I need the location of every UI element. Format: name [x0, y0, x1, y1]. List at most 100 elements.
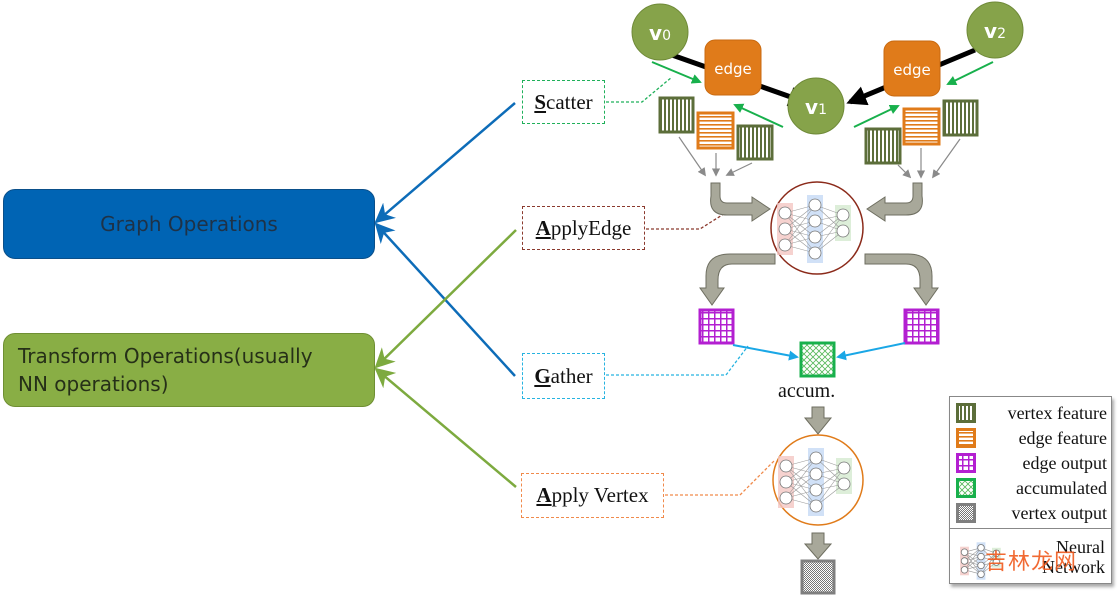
nn-connection	[980, 553, 997, 575]
vertex-v0-label: v	[649, 21, 662, 45]
nn-label-line1: Neural	[1056, 537, 1105, 557]
applyvertex-initial: A	[536, 483, 552, 507]
flow-arrow-left-out	[699, 253, 776, 306]
vertex-v1-subscript: 1	[818, 102, 827, 118]
scatter-to-graph-arrow	[374, 102, 516, 224]
legend-divider	[950, 528, 1111, 529]
applyvertex-to-transform-arrow	[374, 367, 517, 488]
nn-connection	[785, 457, 817, 499]
nn-neuron	[837, 477, 851, 491]
neural-network-icon	[960, 542, 1001, 580]
accumulated-square	[799, 341, 836, 378]
nn-neuron	[808, 230, 822, 244]
vertex-feature-square	[942, 99, 979, 137]
transform-operations-label-line1: Transform Operations(usually	[18, 344, 313, 368]
gray-converge-arrows-right	[897, 138, 961, 179]
nn-neuron	[778, 238, 792, 252]
scatter-arrow-4	[946, 61, 994, 85]
transform-operations-label-line2: NN operations)	[18, 372, 169, 396]
legend-label: vertex feature	[1007, 402, 1107, 423]
nn-neuron	[960, 548, 969, 556]
nn-neuron	[977, 561, 985, 570]
edge-feature-square	[902, 107, 941, 146]
scatter-leader	[606, 76, 673, 103]
applyvertex-leader	[665, 459, 776, 496]
gather-leader	[606, 345, 749, 376]
gather-arrow-right	[836, 342, 906, 361]
nn-layer-bg	[976, 542, 986, 580]
edge-node-left: edge	[704, 39, 762, 96]
graph-operations-box: Graph Operations	[3, 189, 375, 259]
edge-output-square	[698, 308, 735, 345]
nn-connection	[785, 473, 817, 499]
scatter-arrow-3	[853, 104, 900, 128]
nn-neuron	[992, 558, 1001, 566]
flow-arrow-down-2	[803, 532, 833, 560]
edge-node-left-label: edge	[714, 60, 752, 78]
vertex-v2: v2	[966, 1, 1024, 59]
watermark: 吉林龙网	[985, 550, 1078, 575]
nn-connection	[784, 204, 816, 230]
nn-neuron	[837, 461, 851, 475]
transform-operations-box: Transform Operations(usually NN operatio…	[3, 333, 375, 407]
legend-item-vertex-output: vertex output	[956, 501, 1107, 525]
legend-label: edge output	[1022, 452, 1107, 473]
vertex-v0-subscript: 0	[662, 28, 671, 44]
neural-network-label: Neural Network	[1042, 537, 1105, 577]
legend: vertex feature edge feature edge output …	[949, 396, 1112, 584]
vertex-v2-label: v	[984, 19, 997, 43]
vertex-feature-swatch	[956, 403, 976, 423]
nn-neuron	[779, 475, 793, 489]
legend-item-edge-output: edge output	[956, 451, 1107, 475]
edge-feature-swatch	[956, 428, 976, 448]
nn-neuron	[836, 224, 850, 238]
applyedge-initial: A	[535, 215, 551, 240]
scatter-initial: S	[534, 89, 547, 114]
nn-layer-bg	[808, 448, 824, 516]
gray-converge-arrows-left	[678, 136, 753, 177]
flow-arrow-down-1	[803, 406, 833, 435]
nn-neuron	[779, 491, 793, 505]
nn-neuron	[960, 566, 969, 574]
applyedge-leader	[646, 209, 731, 230]
vertex-output-swatch	[956, 503, 976, 523]
applyedge-to-transform-arrow	[374, 229, 517, 369]
legend-item-vertex-feature: vertex feature	[956, 401, 1107, 425]
vertex-neural-network	[772, 434, 864, 526]
nn-neuron	[808, 214, 822, 228]
vertex-v1-label: v	[805, 95, 818, 119]
vertex-feature-square	[864, 127, 902, 165]
nn-connection	[784, 220, 816, 246]
nn-connection	[784, 204, 816, 246]
nn-neuron	[960, 557, 969, 565]
nn-neuron	[809, 451, 823, 465]
flow-arrow-right-in	[866, 182, 923, 222]
legend-label: accumulated	[1016, 477, 1107, 498]
accumulated-swatch	[956, 478, 976, 498]
vertex-feature-square	[658, 96, 695, 134]
vertex-v2-subscript: 2	[997, 26, 1006, 42]
edge-neural-network	[770, 181, 864, 275]
nn-label-line2: Network	[1042, 557, 1105, 577]
nn-neuron	[836, 208, 850, 222]
scatter-rest: catter	[546, 89, 593, 114]
vertex-v1: v1	[787, 77, 845, 135]
nn-neuron	[809, 483, 823, 497]
legend-label: edge feature	[1018, 427, 1107, 448]
nn-neuron	[809, 499, 823, 513]
nn-neuron	[808, 198, 822, 212]
nn-neuron	[778, 206, 792, 220]
gather-arrow-left	[732, 344, 799, 361]
gather-initial: G	[534, 363, 551, 388]
nn-neuron	[977, 570, 985, 578]
legend-label: vertex output	[1011, 502, 1107, 523]
nn-neuron	[779, 459, 793, 473]
flow-arrow-right-out	[864, 253, 939, 306]
scatter-arrow-2	[733, 103, 784, 128]
gather-rest: ather	[550, 363, 593, 388]
graph-operations-label: Graph Operations	[100, 212, 278, 236]
